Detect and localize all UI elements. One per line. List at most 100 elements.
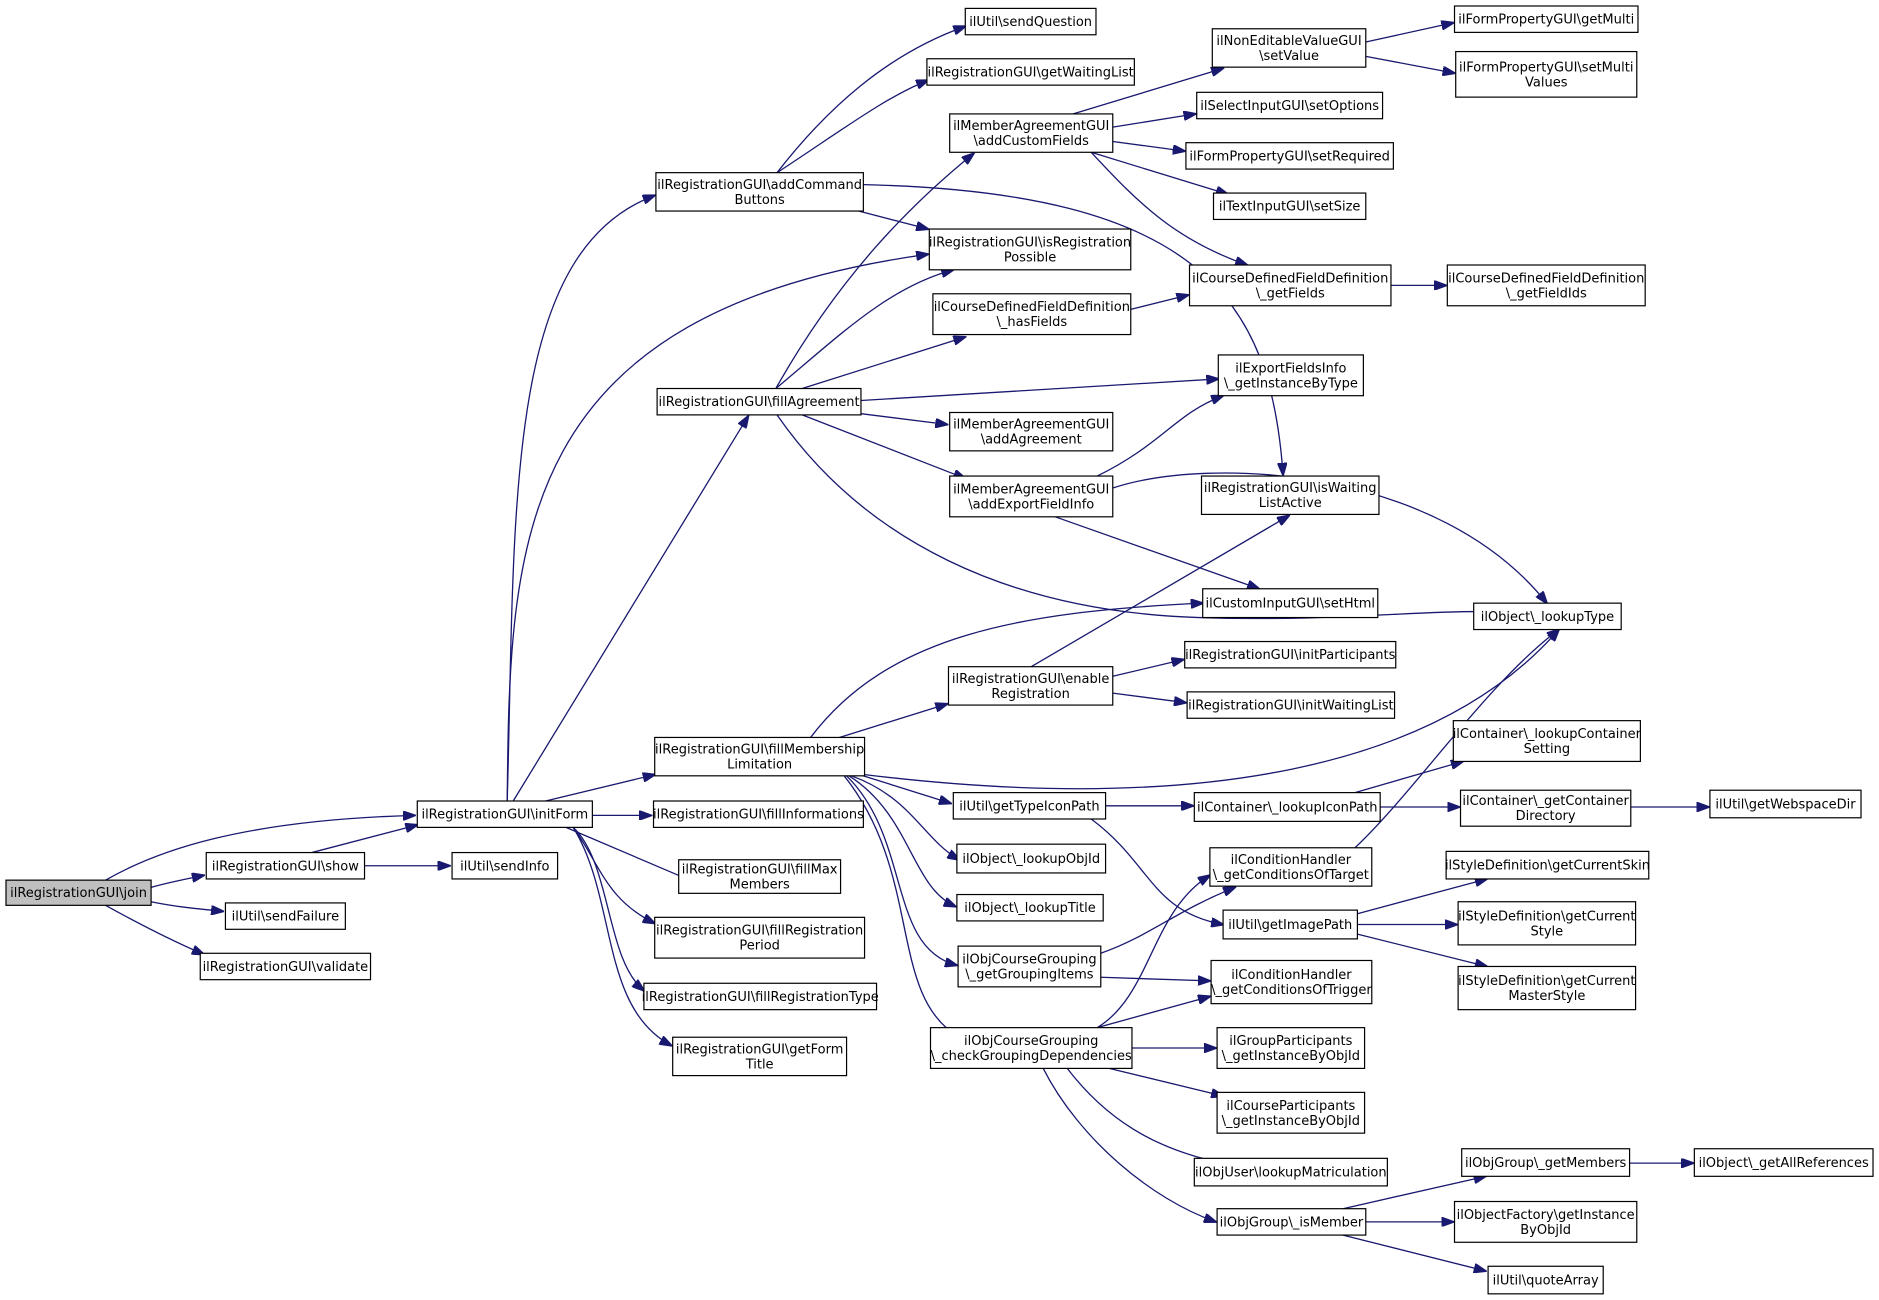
edge-isMember-to-quoteArray [1343, 1235, 1486, 1271]
node-groupGetInstanceByObjId[interactable]: ilGroupParticipants\_getInstanceByObjId [1216, 1027, 1366, 1070]
node-getFields[interactable]: ilCourseDefinedFieldDefinition\_getField… [1188, 264, 1392, 307]
node-setOptions[interactable]: ilSelectInputGUI\setOptions [1196, 91, 1384, 120]
node-getTypeIconPath[interactable]: ilUtil\getTypeIconPath [952, 792, 1107, 820]
node-getMembers[interactable]: ilObjGroup\_getMembers [1461, 1148, 1631, 1177]
node-lookupType[interactable]: ilObject\_lookupType [1473, 602, 1622, 631]
node-getGroupingItems[interactable]: ilObjCourseGrouping\_getGroupingItems [957, 945, 1102, 988]
node-box [199, 952, 372, 981]
node-getMulti[interactable]: ilFormPropertyGUI\getMulti [1453, 5, 1639, 33]
node-getInstanceByType[interactable]: ilExportFieldsInfo\_getInstanceByType [1217, 354, 1364, 397]
node-getAllReferences[interactable]: ilObject\_getAllReferences [1693, 1148, 1874, 1177]
node-label-line: \_getFields [1256, 286, 1325, 301]
node-label-line: ilCourseDefinedFieldDefinition [934, 300, 1130, 315]
node-initParticipants[interactable]: ilRegistrationGUI\initParticipants [1184, 640, 1397, 669]
node-lookupIconPath[interactable]: ilContainer\_lookupIconPath [1193, 792, 1381, 822]
edge-checkGroupingDependencies-to-lookupMatriculation [1067, 1068, 1235, 1165]
node-addCustomFields[interactable]: ilMemberAgreementGUI\addCustomFields [949, 113, 1114, 153]
node-getConditionsOfTarget[interactable]: ilConditionHandler\_getConditionsOfTarge… [1209, 847, 1373, 887]
node-label-line: Buttons [734, 193, 785, 208]
node-label-line: ilStyleDefinition\getCurrent [1458, 974, 1635, 989]
node-box [1211, 28, 1367, 68]
node-fillAgreement[interactable]: ilRegistrationGUI\fillAgreement [656, 387, 862, 416]
node-label-line: Values [1525, 75, 1568, 90]
edge-fillMembershipLimitation-to-getTypeIconPath [863, 776, 951, 804]
node-checkGroupingDependencies[interactable]: ilObjCourseGrouping\_checkGroupingDepend… [929, 1027, 1133, 1070]
node-setHtml[interactable]: ilCustomInputGUI\setHtml [1202, 588, 1379, 619]
node-label-line: \_checkGroupingDependencies [931, 1049, 1132, 1064]
node-fillInformations[interactable]: ilRegistrationGUI\fillInformations [652, 800, 864, 828]
node-getImagePath[interactable]: ilUtil\getImagePath [1222, 909, 1358, 940]
node-getConditionsOfTrigger[interactable]: ilConditionHandler\_getConditionsOfTrigg… [1210, 959, 1373, 1005]
node-label-line: ilRegistrationGUI\initParticipants [1185, 648, 1396, 663]
edge-addCustomFields-to-setValue [1073, 68, 1223, 114]
edge-hasFields-to-getFields [1131, 295, 1189, 309]
node-getFieldIds[interactable]: ilCourseDefinedFieldDefinition\_getField… [1446, 264, 1646, 307]
node-box [956, 893, 1104, 922]
edge-fillAgreement-to-getInstanceByType [861, 379, 1218, 401]
node-lookupTitle[interactable]: ilObject\_lookupTitle [956, 893, 1104, 922]
node-label-line: ilObjCourseGrouping [964, 1034, 1098, 1049]
node-label-line: Possible [1004, 250, 1056, 265]
edge-enableRegistration-to-isWaitingListActive [1031, 516, 1289, 667]
node-sendFailure[interactable]: ilUtil\sendFailure [224, 902, 346, 930]
node-box [1209, 847, 1373, 887]
node-label-line: ilSelectInputGUI\setOptions [1200, 99, 1379, 114]
node-lookupObjId[interactable]: ilObject\_lookupObjId [956, 843, 1107, 874]
node-addExportFieldInfo[interactable]: ilMemberAgreementGUI\addExportFieldInfo [949, 475, 1114, 518]
node-box [205, 851, 366, 880]
edge-fillMembershipLimitation-to-getGroupingItems [847, 776, 957, 965]
node-label-line: ilRegistrationGUI\initWaitingList [1188, 699, 1394, 714]
node-sendQuestion[interactable]: ilUtil\sendQuestion [964, 7, 1097, 36]
node-label-line: ilGroupParticipants [1229, 1034, 1352, 1049]
node-validate[interactable]: ilRegistrationGUI\validate [199, 952, 372, 981]
node-fillMembershipLimitation[interactable]: ilRegistrationGUI\fillMembershipLimitati… [654, 736, 866, 777]
node-label-line: ilRegistrationGUI\show [212, 859, 359, 874]
node-isMember[interactable]: ilObjGroup\_isMember [1216, 1208, 1367, 1236]
node-box [1210, 959, 1373, 1005]
node-setSize[interactable]: ilTextInputGUI\setSize [1212, 192, 1367, 221]
node-label-line: ilRegistrationGUI\fillMembership [655, 743, 864, 758]
node-label-line: ilUtil\sendQuestion [969, 15, 1092, 30]
edge-getTypeIconPath-to-getImagePath [1091, 819, 1223, 925]
node-sendInfo[interactable]: ilUtil\sendInfo [451, 851, 559, 880]
node-box [416, 800, 593, 828]
node-initForm[interactable]: ilRegistrationGUI\initForm [416, 800, 593, 828]
node-getWebspaceDir[interactable]: ilUtil\getWebspaceDir [1709, 789, 1862, 819]
node-addAgreement[interactable]: ilMemberAgreementGUI\addAgreement [949, 411, 1114, 452]
edge-setValue-to-getMulti [1366, 23, 1454, 42]
node-box [1457, 901, 1637, 946]
node-show[interactable]: ilRegistrationGUI\show [205, 851, 366, 880]
node-label-line: \_getConditionsOfTarget [1213, 868, 1369, 883]
node-fillRegistrationType[interactable]: ilRegistrationGUI\fillRegistrationType [642, 982, 879, 1011]
node-lookupMatriculation[interactable]: ilObjUser\lookupMatriculation [1193, 1157, 1388, 1187]
node-getCurrentSkin[interactable]: ilStyleDefinition\getCurrentSkin [1445, 850, 1650, 880]
node-box [1455, 50, 1638, 98]
node-label-line: ilRegistrationGUI\fillInformations [653, 808, 864, 823]
node-setValue[interactable]: ilNonEditableValueGUI\setValue [1211, 28, 1367, 68]
node-hasFields[interactable]: ilCourseDefinedFieldDefinition\_hasField… [932, 293, 1132, 336]
node-setRequired[interactable]: ilFormPropertyGUI\setRequired [1185, 142, 1394, 170]
node-join[interactable]: ilRegistrationGUI\join [5, 879, 152, 906]
node-getWaitingList[interactable]: ilRegistrationGUI\getWaitingList [926, 58, 1135, 86]
node-box [1216, 1027, 1366, 1070]
node-box [654, 736, 866, 777]
node-quoteArray[interactable]: ilUtil\quoteArray [1487, 1265, 1604, 1295]
node-box [643, 982, 878, 1011]
node-initWaitingList[interactable]: ilRegistrationGUI\initWaitingList [1186, 691, 1396, 719]
node-label-line: ilRegistrationGUI\getForm [676, 1042, 844, 1057]
node-label-line: ListActive [1259, 496, 1322, 511]
node-factoryGetInstanceByObjId[interactable]: ilObjectFactory\getInstanceByObjId [1453, 1200, 1638, 1243]
node-courseGetInstanceByObjId[interactable]: ilCourseParticipants\_getInstanceByObjId [1216, 1091, 1366, 1134]
